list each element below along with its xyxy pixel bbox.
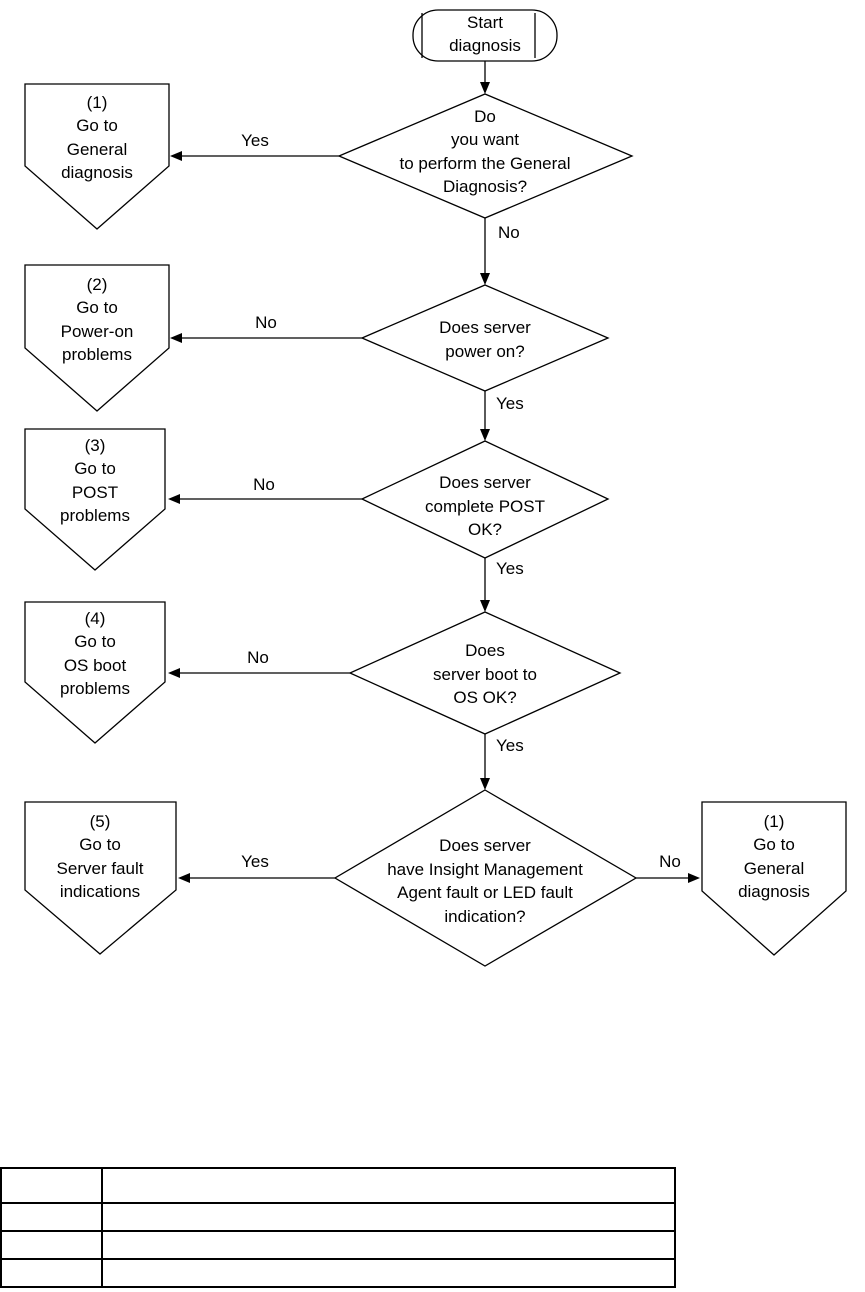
table-row	[0, 1258, 676, 1288]
ref-text: Go to	[76, 116, 118, 135]
table-cell	[0, 1258, 103, 1288]
table-header-cell	[0, 1167, 103, 1204]
ref-text: General	[67, 140, 127, 159]
table-header-cell	[101, 1167, 676, 1204]
branch-label-yes: Yes	[496, 394, 524, 413]
decision-text: server boot to	[433, 665, 537, 684]
offpage-ref-post: (3) Go to POST problems	[24, 428, 166, 571]
table-cell	[0, 1202, 103, 1232]
ref-text: POST	[72, 483, 118, 502]
decision-text: power on?	[445, 342, 524, 361]
ref-text: General	[744, 859, 804, 878]
branch-label-no: No	[255, 313, 277, 332]
arrowhead	[480, 429, 490, 441]
ref-text: Go to	[753, 835, 795, 854]
ref-text: Server fault	[57, 859, 144, 878]
branch-label-no: No	[498, 223, 520, 242]
ref-text: Go to	[74, 459, 116, 478]
arrowhead	[480, 778, 490, 790]
offpage-ref-general-1: (1) Go to General diagnosis	[24, 83, 170, 230]
table-cell	[101, 1202, 676, 1232]
decision-os-boot: Does server boot to OS OK?	[348, 611, 622, 735]
reference-table	[0, 1167, 676, 1288]
arrowhead	[170, 151, 182, 161]
start-line-2: diagnosis	[449, 36, 521, 55]
decision-text: Does server	[439, 318, 531, 337]
arrowhead	[480, 273, 490, 285]
branch-label-no: No	[253, 475, 275, 494]
decision-text: you want	[451, 130, 519, 149]
decision-power-on: Does server power on?	[360, 284, 610, 392]
ref-text: diagnosis	[61, 163, 133, 182]
table-cell	[101, 1258, 676, 1288]
ref-text: Go to	[74, 632, 116, 651]
arrowhead	[170, 333, 182, 343]
ref-text: (3)	[85, 436, 106, 455]
ref-text: diagnosis	[738, 882, 810, 901]
decision-text: indication?	[444, 907, 525, 926]
connectors	[168, 61, 700, 883]
offpage-ref-general-2: (1) Go to General diagnosis	[701, 801, 847, 956]
decision-text: Does server	[439, 836, 531, 855]
ref-text: Power-on	[61, 322, 134, 341]
ref-text: (1)	[87, 93, 108, 112]
ref-text: (2)	[87, 275, 108, 294]
branch-label-yes: Yes	[241, 852, 269, 871]
ref-text: (1)	[764, 812, 785, 831]
decision-text: Do	[474, 107, 496, 126]
decision-text: OK?	[468, 520, 502, 539]
decision-post: Does server complete POST OK?	[360, 440, 610, 559]
ref-text: indications	[60, 882, 140, 901]
table-row	[0, 1230, 676, 1260]
decision-text: Diagnosis?	[443, 177, 527, 196]
arrowhead	[178, 873, 190, 883]
branch-label-no: No	[247, 648, 269, 667]
decision-general: Do you want to perform the General Diagn…	[337, 93, 634, 219]
ref-text: (5)	[90, 812, 111, 831]
arrowhead	[480, 600, 490, 612]
decision-text: complete POST	[425, 497, 545, 516]
decision-text: Agent fault or LED fault	[397, 883, 573, 902]
ref-text: (4)	[85, 609, 106, 628]
arrowhead	[480, 82, 490, 94]
decision-text: Does	[465, 641, 505, 660]
ref-text: Go to	[79, 835, 121, 854]
arrowhead	[168, 494, 180, 504]
decision-fault-indication: Does server have Insight Management Agen…	[333, 789, 638, 967]
ref-text: problems	[62, 345, 132, 364]
ref-text: OS boot	[64, 656, 127, 675]
start-terminator: Start diagnosis	[412, 9, 558, 62]
arrowhead	[168, 668, 180, 678]
branch-label-yes: Yes	[496, 736, 524, 755]
decision-text: OS OK?	[453, 688, 516, 707]
branch-label-yes: Yes	[241, 131, 269, 150]
table-header-row	[0, 1167, 676, 1204]
branch-label-no: No	[659, 852, 681, 871]
ref-text: Go to	[76, 298, 118, 317]
table-row	[0, 1202, 676, 1232]
start-line-1: Start	[467, 13, 503, 32]
offpage-ref-os-boot: (4) Go to OS boot problems	[24, 601, 166, 744]
decision-text: have Insight Management	[387, 860, 583, 879]
ref-text: problems	[60, 679, 130, 698]
flowchart: Start diagnosis Do you want to perform	[24, 9, 847, 967]
offpage-ref-server-fault: (5) Go to Server fault indications	[24, 801, 177, 955]
ref-text: problems	[60, 506, 130, 525]
branch-label-yes: Yes	[496, 559, 524, 578]
offpage-ref-power-on: (2) Go to Power-on problems	[24, 264, 170, 412]
table-cell	[101, 1230, 676, 1260]
table-cell	[0, 1230, 103, 1260]
decision-text: Does server	[439, 473, 531, 492]
arrowhead	[688, 873, 700, 883]
decision-text: to perform the General	[399, 154, 570, 173]
